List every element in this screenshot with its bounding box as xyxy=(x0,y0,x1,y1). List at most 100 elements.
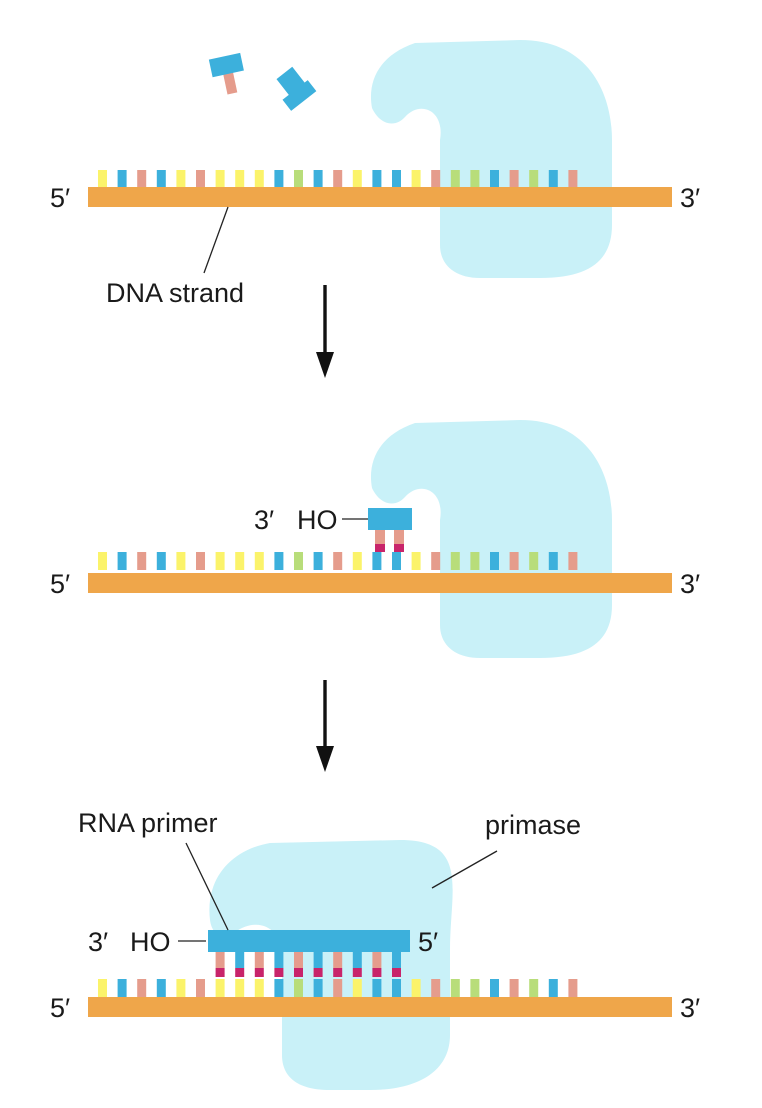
dna-base xyxy=(294,552,303,570)
dna-base xyxy=(196,170,205,188)
panel-3: 5′ 3′ 3′ HO 5′ RNA primer primase xyxy=(50,808,700,1090)
primer-base xyxy=(372,950,382,968)
dna-base xyxy=(333,170,343,188)
dna-base xyxy=(117,552,127,570)
dna-base xyxy=(215,552,225,570)
dna-base xyxy=(392,170,401,188)
dna-base xyxy=(235,552,245,570)
strand-3-prime-label: 3′ xyxy=(680,569,700,599)
primase-enzyme xyxy=(370,420,612,658)
dna-base xyxy=(548,552,558,570)
dna-base xyxy=(568,552,578,570)
primer-base xyxy=(215,950,225,968)
dna-base xyxy=(509,170,519,188)
dna-base xyxy=(313,552,323,570)
dna-base xyxy=(392,552,401,570)
base-pair-bond xyxy=(235,968,245,977)
base-pair-bond xyxy=(372,968,382,977)
primer-base xyxy=(333,950,343,968)
dna-base xyxy=(509,979,519,997)
primase-label: primase xyxy=(485,810,581,840)
dna-backbone xyxy=(88,187,672,207)
dna-base xyxy=(450,552,460,570)
dna-base xyxy=(490,170,499,188)
base-pair-bond xyxy=(352,968,362,977)
dna-base xyxy=(333,979,343,997)
rna-primer xyxy=(208,930,410,977)
dna-backbone xyxy=(88,997,672,1017)
dna-base xyxy=(235,979,245,997)
base-row xyxy=(98,979,578,997)
dna-base xyxy=(568,170,578,188)
first-rna-nucleotides xyxy=(368,508,412,552)
base-pair-bond xyxy=(254,968,264,977)
dna-base xyxy=(470,170,480,188)
base-pair-bond xyxy=(215,968,225,977)
dna-base xyxy=(274,552,284,570)
dna-base xyxy=(98,552,107,570)
dna-base xyxy=(470,979,480,997)
step-arrow xyxy=(316,680,334,772)
dna-base xyxy=(431,170,441,188)
dna-base xyxy=(529,170,539,188)
panel-1: 5′ 3′ DNA strand xyxy=(50,40,700,308)
ho-group-label: HO xyxy=(130,927,171,957)
dna-base xyxy=(156,170,166,188)
dna-base xyxy=(137,552,147,570)
dna-base xyxy=(215,170,225,188)
base-pair-bond xyxy=(392,968,401,977)
dna-base xyxy=(196,552,205,570)
dna-base xyxy=(568,979,578,997)
primer-3-prime-label: 3′ xyxy=(254,505,274,535)
dna-base xyxy=(470,552,480,570)
dna-base xyxy=(352,552,362,570)
dna-base xyxy=(411,979,421,997)
primase-enzyme xyxy=(370,40,612,278)
dna-base xyxy=(411,552,421,570)
step-arrow xyxy=(316,285,334,378)
strand-3-prime-label: 3′ xyxy=(680,993,700,1023)
dna-base xyxy=(254,170,264,188)
strand-5-prime-label: 5′ xyxy=(50,569,70,599)
dna-base xyxy=(490,979,499,997)
panel-2: 5′ 3′ 3′ HO xyxy=(50,420,700,658)
dna-base xyxy=(98,170,107,188)
dna-base xyxy=(294,979,303,997)
base-pair-bond xyxy=(313,968,323,977)
primase-leader xyxy=(431,850,498,889)
dna-base xyxy=(352,170,362,188)
dna-base xyxy=(450,170,460,188)
dna-base xyxy=(98,979,107,997)
dna-base xyxy=(176,552,186,570)
base-pair-bond xyxy=(333,968,343,977)
dna-base xyxy=(333,552,343,570)
dna-base xyxy=(372,170,382,188)
primer-legs xyxy=(215,950,401,977)
primer-base xyxy=(274,950,284,968)
dna-base xyxy=(176,170,186,188)
dna-base xyxy=(392,979,401,997)
dna-base xyxy=(235,170,245,188)
dna-base xyxy=(372,979,382,997)
dna-base xyxy=(548,979,558,997)
dna-base xyxy=(431,979,441,997)
dna-base xyxy=(548,170,558,188)
dna-base xyxy=(313,170,323,188)
dna-base xyxy=(294,170,303,188)
dna-base xyxy=(215,979,225,997)
rna-primer-bar xyxy=(208,930,410,952)
dna-base xyxy=(509,552,519,570)
rna-primer-label: RNA primer xyxy=(78,808,218,838)
dna-base xyxy=(313,979,323,997)
dna-base xyxy=(431,552,441,570)
dna-base xyxy=(137,170,147,188)
dna-backbone xyxy=(88,573,672,593)
strand-3-prime-label: 3′ xyxy=(680,183,700,213)
dna-base xyxy=(137,979,147,997)
dna-strand-leader xyxy=(203,206,229,274)
dna-base xyxy=(529,979,539,997)
dna-base xyxy=(254,979,264,997)
free-nucleotide xyxy=(208,52,244,95)
primer-base xyxy=(392,950,401,968)
